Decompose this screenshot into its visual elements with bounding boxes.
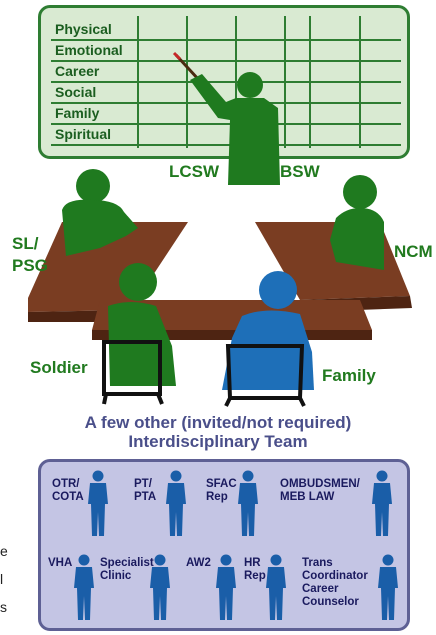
team-member-label: HR Rep xyxy=(244,557,266,582)
team-member-label: Specialist Clinic xyxy=(100,557,154,582)
board-grid-line xyxy=(51,81,401,83)
label-bsw: BSW xyxy=(280,162,320,181)
sl-psg-figure xyxy=(62,169,138,256)
board-grid-line xyxy=(51,39,401,41)
presenter-figure xyxy=(190,72,280,185)
board-grid-line xyxy=(309,16,311,148)
cropped-edge-text: e xyxy=(0,543,8,559)
board-grid-line xyxy=(186,16,188,148)
team-person xyxy=(88,470,108,536)
board-grid-line xyxy=(359,16,361,148)
board-row-label: Career xyxy=(55,63,100,79)
board-grid-line xyxy=(284,16,286,148)
label-sl-psg: SL/ PSG xyxy=(12,234,48,275)
label-family: Family xyxy=(322,366,376,385)
team-person xyxy=(378,554,398,620)
ncm-figure xyxy=(330,175,384,270)
label-lcsw: LCSW xyxy=(169,162,220,181)
team-person xyxy=(372,470,392,536)
team-person xyxy=(166,470,186,536)
label-soldier: Soldier xyxy=(30,358,88,377)
label-ncm: NCM xyxy=(394,242,433,261)
board-grid-line xyxy=(51,144,401,146)
team-member-label: PT/ PTA xyxy=(134,478,157,503)
team-member-label: VHA xyxy=(48,557,73,569)
team-person xyxy=(74,554,94,620)
board-row-label: Social xyxy=(55,84,97,100)
team-member-label: SFAC Rep xyxy=(206,478,237,503)
team-member-label: AW2 xyxy=(186,557,211,569)
cropped-edge-text: s xyxy=(0,599,7,615)
pointer-tip xyxy=(172,51,182,61)
board-grid-line xyxy=(51,60,401,62)
team-title-line1: A few other (invited/not required) xyxy=(84,413,352,432)
board-row-label: Physical xyxy=(55,21,112,37)
team-member-label: OMBUDSMEN/ MEB LAW xyxy=(280,478,360,503)
cropped-edge-text: l xyxy=(0,571,4,587)
board-row-label: Emotional xyxy=(55,42,123,58)
team-person xyxy=(238,470,258,536)
team-member-label: Trans Coordinator Career Counselor xyxy=(302,557,368,608)
board-row-label: Spiritual xyxy=(55,126,112,142)
board-row-label: Family xyxy=(55,105,100,121)
team-person xyxy=(266,554,286,620)
board-grid-line xyxy=(235,16,237,148)
team-member-label: OTR/ COTA xyxy=(52,478,84,503)
board-grid-line xyxy=(137,16,139,148)
team-title-line2: Interdisciplinary Team xyxy=(128,432,308,451)
team-person xyxy=(216,554,236,620)
board-grid-line xyxy=(51,123,401,125)
family-figure xyxy=(222,271,314,407)
soldier-figure xyxy=(102,263,176,405)
whiteboard: Physical Emotional Career Social Family … xyxy=(38,5,410,159)
